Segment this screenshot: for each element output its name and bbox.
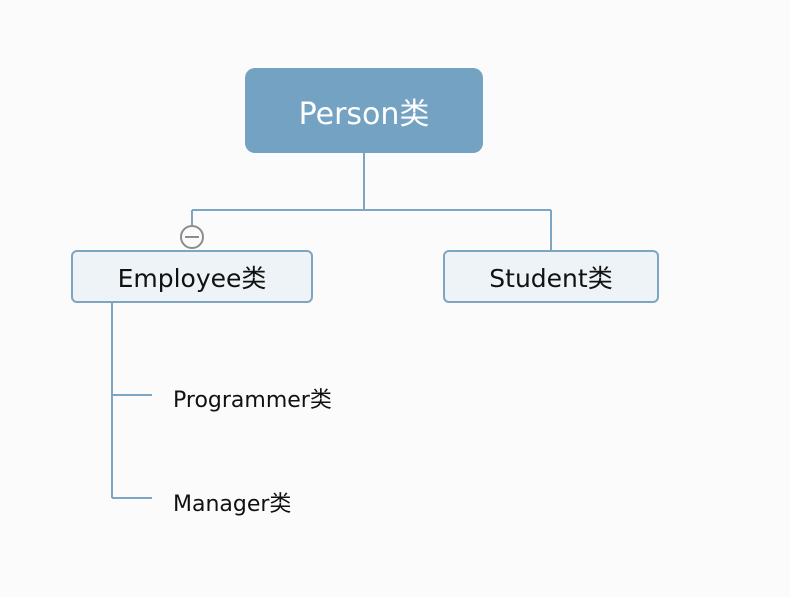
node-student-label: Student类 bbox=[489, 263, 613, 293]
root-node-label: Person类 bbox=[298, 96, 430, 132]
leaf-manager-label: Manager类 bbox=[173, 492, 292, 517]
leaf-node-programmer[interactable]: Programmer类 bbox=[173, 382, 332, 414]
leaf-programmer-label: Programmer类 bbox=[173, 388, 332, 413]
node-student[interactable]: Student类 bbox=[443, 250, 659, 303]
node-employee-label: Employee类 bbox=[117, 263, 267, 293]
node-employee[interactable]: Employee类 bbox=[71, 250, 313, 303]
leaf-node-manager[interactable]: Manager类 bbox=[173, 486, 291, 518]
collapse-minus-icon[interactable] bbox=[180, 225, 204, 249]
root-node-person[interactable]: Person类 bbox=[245, 68, 483, 153]
